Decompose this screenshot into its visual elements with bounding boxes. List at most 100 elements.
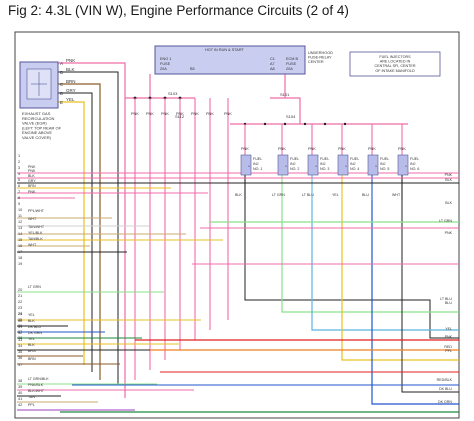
connector-pin-number-continued: 37 xyxy=(18,363,22,367)
egr-wire-label: GRY xyxy=(66,88,76,93)
fuse-box-label: C1 xyxy=(270,57,275,61)
splice-dot xyxy=(303,122,307,126)
injector-name-line: INJ xyxy=(410,162,416,166)
wire xyxy=(58,71,119,385)
pink-drop-label: PNK xyxy=(131,112,139,116)
connector-pin-number: 10 xyxy=(18,208,22,212)
splice-dot xyxy=(263,122,267,126)
right-wire-label: BLK xyxy=(445,178,452,182)
left-wire-label: BLK/WHT xyxy=(28,389,45,393)
egr-pin-letter: C xyxy=(60,82,64,87)
connector-pin-number: 12 xyxy=(18,220,22,224)
left-wire-label: BRN xyxy=(28,184,36,188)
right-wire-label: LT GRN xyxy=(439,219,452,223)
injector-pin-dot: ● xyxy=(375,164,377,168)
fuse-box-label: FUSE xyxy=(286,62,297,66)
left-wire-label: DK BLU xyxy=(28,325,41,329)
egr-wire-label: BRN xyxy=(66,79,76,84)
injector-name-line: INJ xyxy=(380,162,386,166)
injector-name-line: NO. 2 xyxy=(290,167,299,171)
figure-title: Fig 2: 4.3L (VIN W), Engine Performance … xyxy=(8,3,349,18)
relay-caption-line: FUSE-RELAY xyxy=(308,56,332,60)
fuse-box-label: FUSE xyxy=(160,62,171,66)
wire xyxy=(58,101,85,365)
left-wire-label: TAN xyxy=(28,395,35,399)
injector-pin-dot: ● xyxy=(248,164,250,168)
connector-pin-number-continued: 35 xyxy=(18,350,22,354)
right-wire-label: RED xyxy=(444,345,452,349)
connector-pin-number-continued: 39 xyxy=(18,385,22,389)
connector-pin-number-continued: 33 xyxy=(18,338,22,342)
egr-wire-label: BLK xyxy=(66,67,75,72)
relay-caption-line: UNDERHOOD xyxy=(308,51,333,55)
left-wire-label: WHT xyxy=(28,243,37,247)
injector-name-line: NO. 1 xyxy=(253,167,262,171)
connector-pin-number: 11 xyxy=(18,214,22,218)
connector-pin-number-continued: 42 xyxy=(18,403,22,407)
wire xyxy=(58,92,93,372)
left-wire-label: TAN/BLK xyxy=(28,237,43,241)
connector-pin-number: 22 xyxy=(18,300,22,304)
splice-dot xyxy=(323,122,327,126)
pink-drop-label: PNK xyxy=(224,112,232,116)
left-wire-label: LT GRN xyxy=(28,285,41,289)
note-line: CENTRAL SFI, CENTER xyxy=(374,64,415,68)
injector-pin-dot: ● xyxy=(345,164,347,168)
connector-pin-number-continued: 29 xyxy=(18,312,22,316)
note-line: FUEL INJECTORS xyxy=(379,55,411,59)
right-wire-label: YEL xyxy=(445,327,452,331)
fuse-box-label: 20A xyxy=(160,67,167,71)
right-wire-label: BLU xyxy=(445,301,452,305)
note-line: ARE LOCATED IN xyxy=(380,60,411,64)
splice-label: S101 xyxy=(280,92,290,97)
connector-pin-number: 23 xyxy=(18,306,22,310)
left-wire-label: BRN xyxy=(28,349,36,353)
injector-body xyxy=(240,154,252,176)
splice-label: S112 xyxy=(175,114,185,119)
injector-name-line: INJ xyxy=(350,162,356,166)
connector-pin-number: 17 xyxy=(18,250,22,254)
connector-pin-number: 1 xyxy=(18,154,20,158)
injector-name-line: NO. 5 xyxy=(380,167,389,171)
injector-name-line: FUEL xyxy=(410,157,419,161)
left-wire-label: TAN/WHT xyxy=(28,225,45,229)
egr-caption-line: VALVE COVER) xyxy=(22,135,52,140)
connector-pin-number: 27 xyxy=(18,330,22,334)
injector-top-label: PNK xyxy=(398,147,406,151)
injector-name-line: NO. 6 xyxy=(410,167,419,171)
pink-drop-label: PNK xyxy=(161,112,169,116)
injector-pin-dot: ● xyxy=(315,164,317,168)
wire xyxy=(244,200,459,339)
wire xyxy=(58,62,126,398)
fuse-box-label: ENG 1 xyxy=(160,57,171,61)
left-wire-label: PNK/BLK xyxy=(28,383,44,387)
egr-wire-label: PNK xyxy=(66,58,75,63)
connector-pin-number-continued: 32 xyxy=(18,331,22,335)
injector-output-label: WHT xyxy=(392,193,401,197)
connector-pin-number-continued: 30 xyxy=(18,319,22,323)
injector-top-label: PNK xyxy=(338,147,346,151)
connector-pin-number: 8 xyxy=(18,196,20,200)
diagram-frame xyxy=(14,31,460,419)
right-wire-label: DK GRN xyxy=(438,400,452,404)
splice-dot xyxy=(343,122,347,126)
injector-output-label: LT BLU xyxy=(302,193,314,197)
connector-pin-number: 19 xyxy=(18,262,22,266)
egr-caption-line: EXHAUST GAS xyxy=(22,111,51,116)
connector-pin-number-continued: 40 xyxy=(18,391,22,395)
injector-name-line: INJ xyxy=(320,162,326,166)
connector-pin-number: 24 xyxy=(18,312,22,316)
egr-pin-letter: B xyxy=(60,70,63,75)
egr-pin-letter: A xyxy=(60,61,63,66)
wire xyxy=(281,200,459,313)
connector-pin-number-continued: 38 xyxy=(18,379,22,383)
left-wire-label: PNK xyxy=(28,169,36,173)
relay-caption-line: CENTER xyxy=(308,60,324,64)
egr-pin-letter: D xyxy=(60,91,64,96)
wire xyxy=(270,97,301,124)
connector-pin-number: 26 xyxy=(18,324,22,328)
